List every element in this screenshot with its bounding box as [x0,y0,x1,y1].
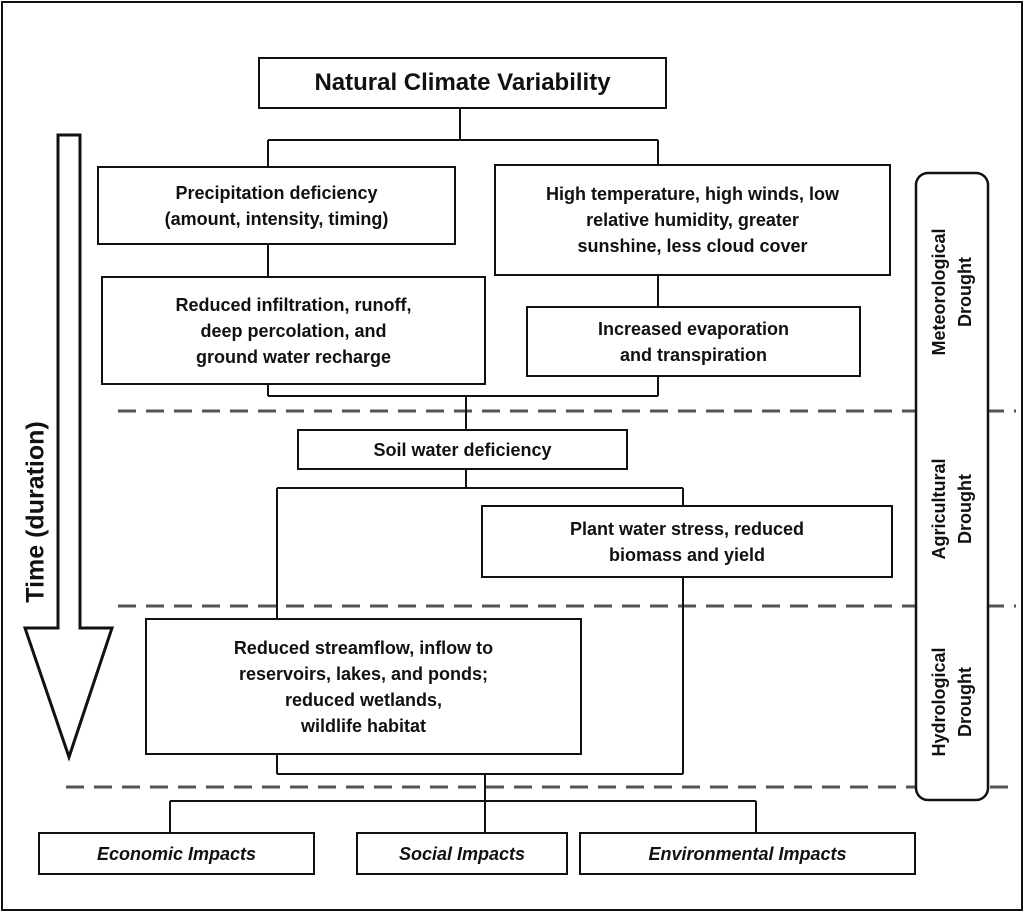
increased-evaporation-box: Increased evaporation and transpiration [526,306,861,377]
social-impacts-box: Social Impacts [356,832,568,875]
plant-water-stress-box: Plant water stress, reduced biomass and … [481,505,893,578]
environmental-impacts-box: Environmental Impacts [579,832,916,875]
natural-climate-variability-box: Natural Climate Variability [258,57,667,109]
time-arrow [22,133,115,762]
high-temperature-box: High temperature, high winds, low relati… [494,164,891,276]
economic-impacts-box: Economic Impacts [38,832,315,875]
soil-water-deficiency-box: Soil water deficiency [297,429,628,470]
reduced-streamflow-box: Reduced streamflow, inflow to reservoirs… [145,618,582,755]
precipitation-deficiency-box: Precipitation deficiency (amount, intens… [97,166,456,245]
reduced-infiltration-box: Reduced infiltration, runoff, deep perco… [101,276,486,385]
stage-label-frame [914,171,990,802]
